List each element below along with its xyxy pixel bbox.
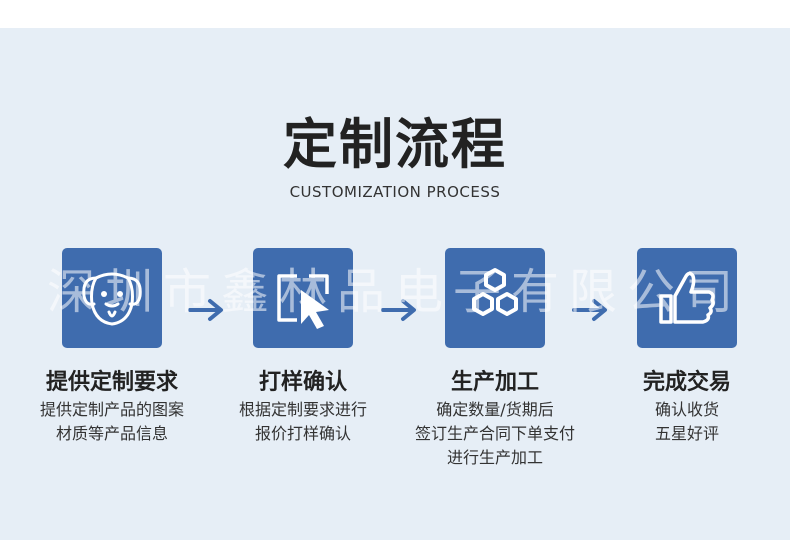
hexagons-icon [472,268,518,316]
arrow-right-icon [188,299,223,321]
arrow-right-icon [572,299,607,321]
step-3-line-2: 签订生产合同下单支付 [414,424,575,443]
thumbs-up-icon [659,271,715,324]
step-4-description: 确认收货 五星好评 [572,398,790,446]
step-4-title: 完成交易 [642,370,731,395]
page-subtitle: CUSTOMIZATION PROCESS [289,183,501,201]
page-title: 定制流程 [283,113,507,176]
step-2-line-1: 根据定制要求进行 [238,400,367,419]
arrow-right-icon [381,299,416,321]
step-4-line-2: 五星好评 [654,424,719,443]
step-4-icon-box [637,248,737,348]
dog-face-icon [82,272,142,326]
step-1-title: 提供定制要求 [45,370,178,395]
cursor-in-frame-icon [277,274,329,329]
step-1-line-2: 材质等产品信息 [55,424,168,443]
step-1-line-1: 提供定制产品的图案 [39,400,184,419]
step-3-title: 生产加工 [450,370,539,395]
step-1-icon-box [62,248,162,348]
step-4-line-1: 确认收货 [654,400,719,419]
step-2-description: 根据定制要求进行 报价打样确认 [188,398,418,446]
step-2-icon-box [253,248,353,348]
step-2-line-2: 报价打样确认 [254,424,351,443]
watermark-text: 深圳市鑫林品电子有限公司 [46,264,743,320]
step-2-title: 打样确认 [258,370,347,395]
step-3-line-3: 进行生产加工 [446,448,543,467]
step-3-description: 确定数量/货期后 签订生产合同下单支付 进行生产加工 [380,398,610,470]
step-1-description: 提供定制产品的图案 材质等产品信息 [0,398,227,446]
step-3-icon-box [445,248,545,348]
step-3-line-1: 确定数量/货期后 [436,400,554,419]
